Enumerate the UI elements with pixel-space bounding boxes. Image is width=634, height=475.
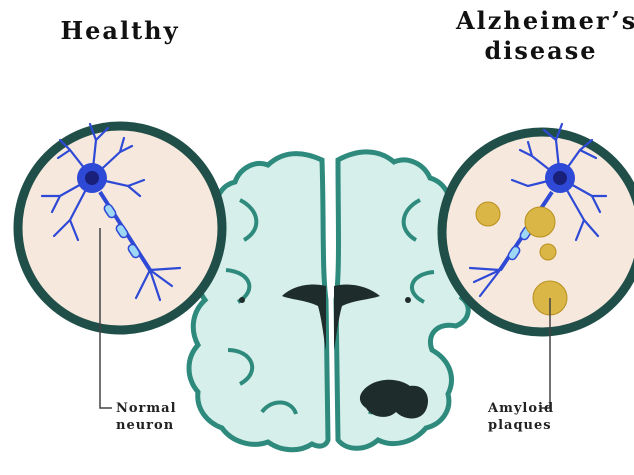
label-amyloid-plaques: Amyloid plaques	[488, 400, 554, 434]
amyloid-plaque	[476, 202, 500, 226]
title-alzheimers-line1: Alzheimer’s	[456, 6, 626, 36]
brain-dot	[239, 297, 245, 303]
amyloid-plaque	[525, 207, 555, 237]
label-amyloid-plaques-line2: plaques	[488, 417, 554, 434]
label-normal-neuron-line1: Normal	[116, 400, 177, 417]
brain-cross-section	[189, 152, 468, 450]
title-healthy: Healthy	[60, 16, 180, 46]
title-alzheimers-line2: disease	[456, 36, 626, 66]
title-alzheimers: Alzheimer’s disease	[456, 6, 626, 66]
label-normal-neuron-line2: neuron	[116, 417, 177, 434]
amyloid-plaque	[540, 244, 556, 260]
label-amyloid-plaques-line1: Amyloid	[488, 400, 554, 417]
diseased-neuron-illustration	[442, 124, 634, 408]
brain-dot	[405, 297, 411, 303]
label-normal-neuron: Normal neuron	[116, 400, 177, 434]
